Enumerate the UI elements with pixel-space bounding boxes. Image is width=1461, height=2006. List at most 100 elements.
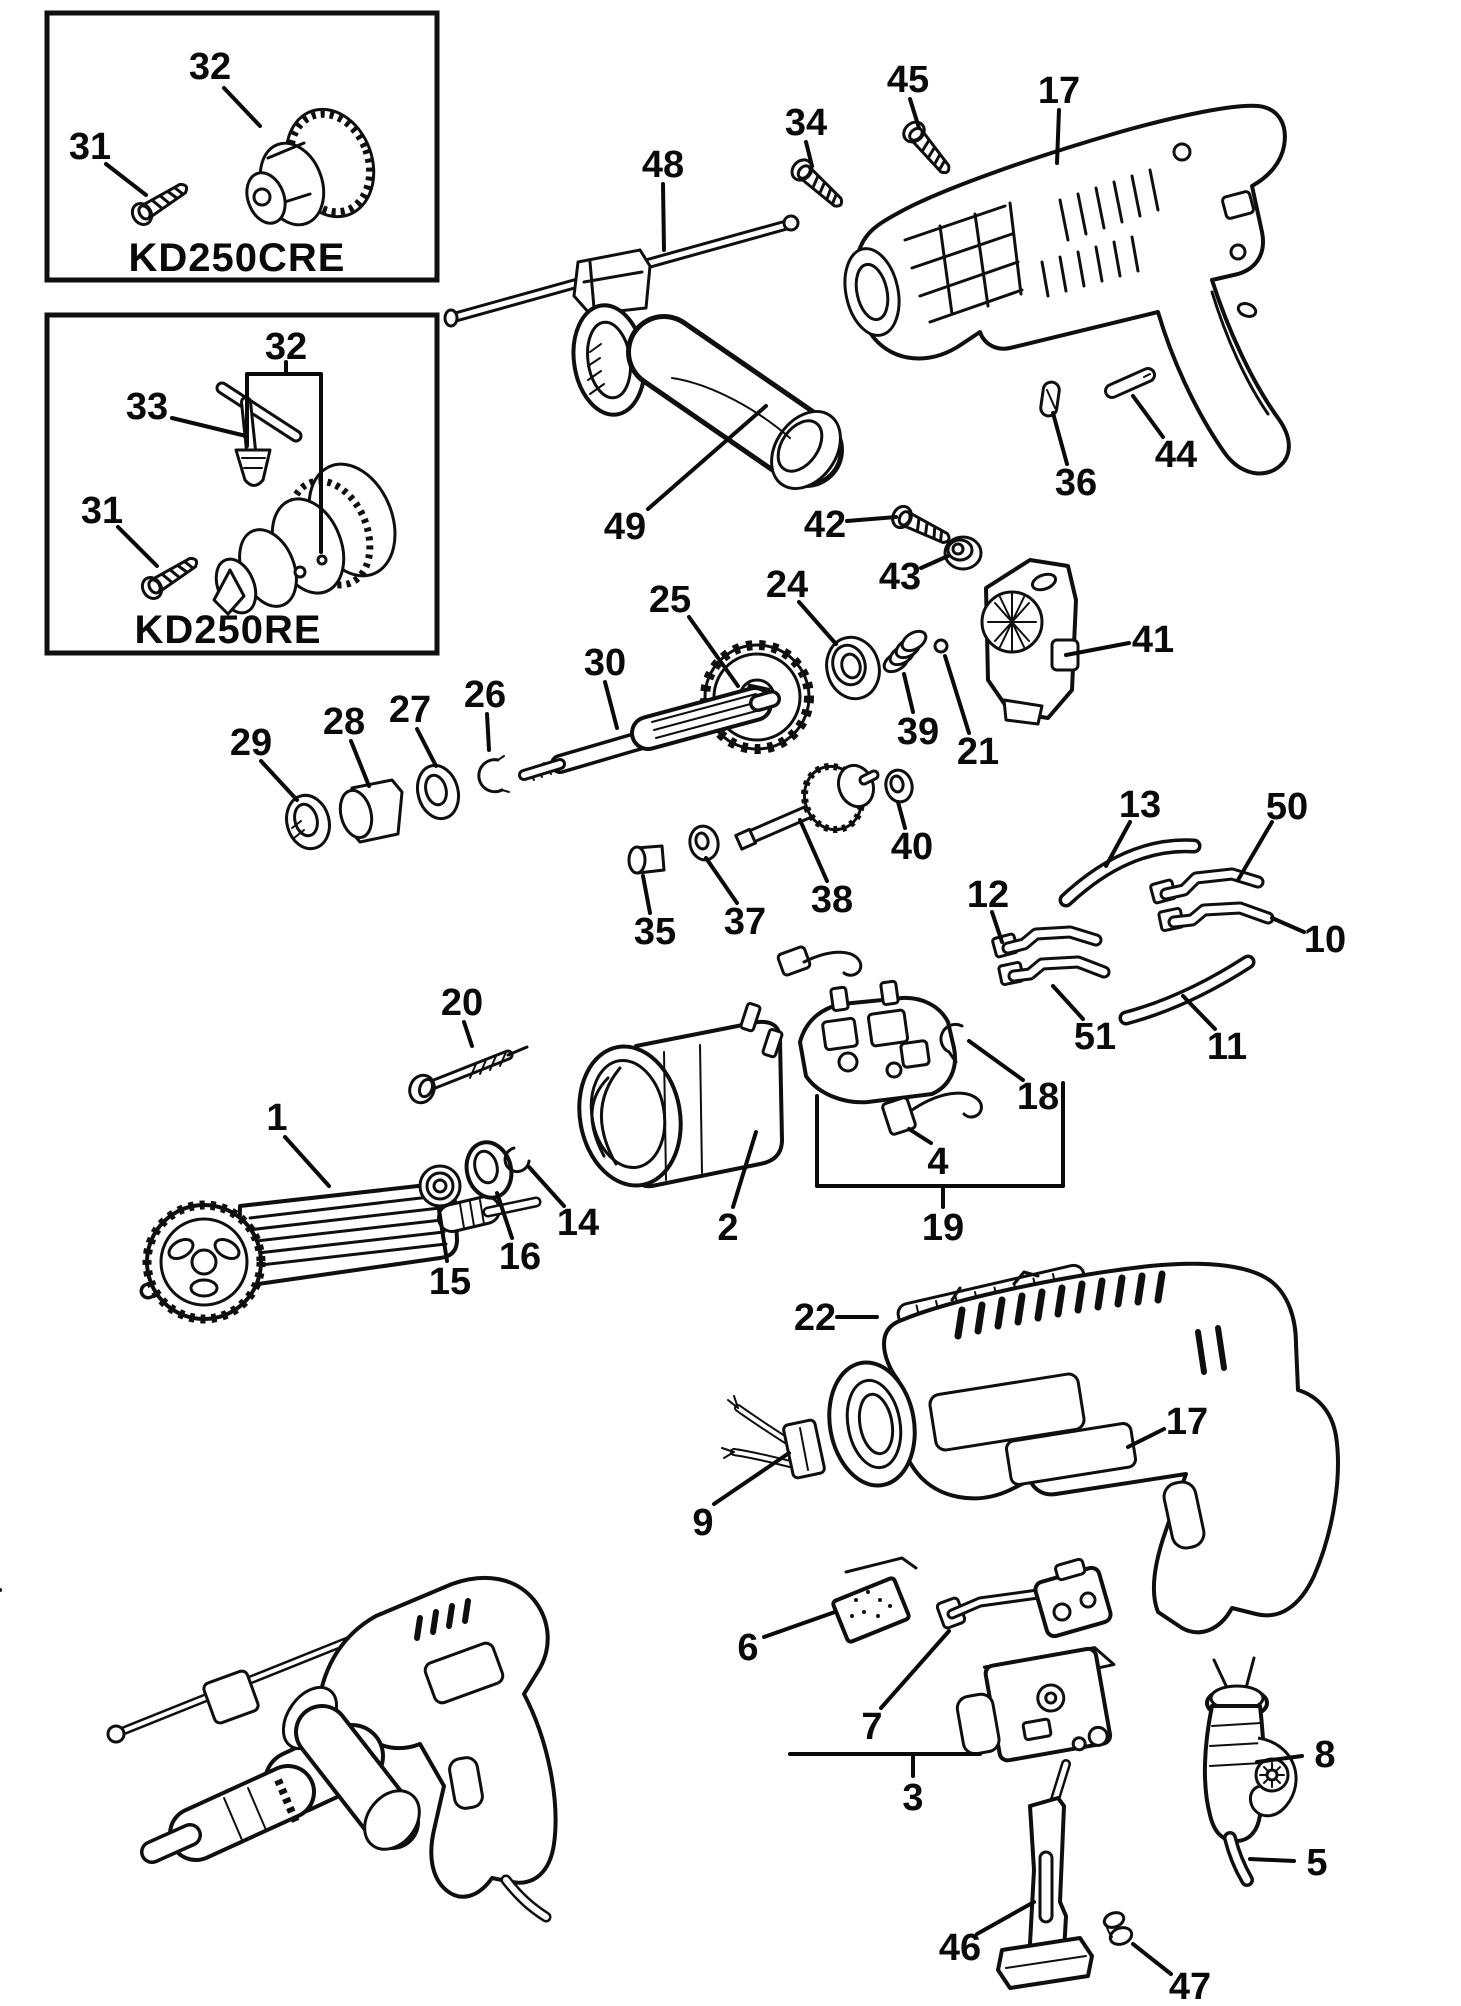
part-washer-27 xyxy=(415,763,461,821)
part-handle-clamp xyxy=(572,248,652,316)
callout-leader-9 xyxy=(712,1451,791,1506)
callout-leader-25 xyxy=(687,615,740,688)
part-screw-31a xyxy=(127,175,194,230)
part-washer-24 xyxy=(825,635,881,701)
part-cord-clamp-46 xyxy=(996,1759,1094,1990)
callout-number-32: 32 xyxy=(189,46,231,88)
part-brush-spring-18 xyxy=(939,1022,964,1064)
callout-leader-49 xyxy=(646,404,768,511)
callout-leader-45 xyxy=(908,97,921,130)
callout-leader-33 xyxy=(170,416,248,438)
callout-number-35: 35 xyxy=(634,911,676,953)
callout-number-34: 34 xyxy=(785,102,827,144)
part-carbon-brush-6 xyxy=(0,1556,918,1644)
callout-leader-38 xyxy=(798,818,829,883)
callout-leader-44 xyxy=(1131,394,1165,439)
callout-leader-13 xyxy=(1104,820,1132,868)
callout-number-18: 18 xyxy=(1017,1076,1059,1118)
callout-leader-17 xyxy=(1055,108,1061,165)
part-washer-37 xyxy=(688,824,720,862)
callout-leader-2 xyxy=(731,1130,758,1209)
callout-leader-31 xyxy=(104,162,148,197)
part-spindle-30 xyxy=(518,686,781,781)
callout-number-51: 51 xyxy=(1074,1016,1116,1058)
callout-number-11: 11 xyxy=(1207,1026,1247,1068)
callout-number-50: 50 xyxy=(1266,786,1308,828)
callout-leader-36 xyxy=(1051,411,1069,466)
callout-number-5: 5 xyxy=(1306,1842,1327,1884)
part-seal-29 xyxy=(285,793,331,851)
callout-number-24: 24 xyxy=(766,564,808,606)
part-pin-44 xyxy=(1104,367,1156,399)
callout-number-47: 47 xyxy=(1169,1966,1211,2006)
part-brush-spring-11 xyxy=(1118,954,1256,1026)
callout-leader-15 xyxy=(437,1208,449,1263)
callout-number-6: 6 xyxy=(737,1627,758,1669)
part-housing-half-bottom-17 xyxy=(827,1261,1340,1635)
part-screw-45 xyxy=(898,116,958,181)
callout-number-44: 44 xyxy=(1155,434,1197,476)
callout-leader-18 xyxy=(967,1039,1025,1082)
callout-number-31: 31 xyxy=(81,490,123,532)
model-label-kd250cre: KD250CRE xyxy=(129,236,346,280)
callout-number-48: 48 xyxy=(642,144,684,186)
part-terminal-block-9 xyxy=(721,1395,826,1480)
callout-number-25: 25 xyxy=(649,579,691,621)
callout-number-49: 49 xyxy=(604,506,646,548)
part-field-coil-2 xyxy=(577,1002,784,1189)
callout-leader-11 xyxy=(1181,994,1217,1031)
callout-leader-31 xyxy=(116,525,159,568)
callout-number-43: 43 xyxy=(879,556,921,598)
callout-number-14: 14 xyxy=(557,1202,599,1244)
callout-number-42: 42 xyxy=(804,504,846,546)
part-bushing-28 xyxy=(338,778,404,844)
part-cord-protector-8 xyxy=(1202,1656,1298,1843)
callout-leader-27 xyxy=(415,727,438,768)
callout-number-20: 20 xyxy=(441,982,483,1024)
part-clutch-housing-41 xyxy=(980,558,1080,726)
callout-leader-28 xyxy=(349,739,371,788)
callout-number-7: 7 xyxy=(861,1706,882,1748)
callout-number-31: 31 xyxy=(69,126,111,168)
callout-leader-26 xyxy=(485,712,491,752)
callout-leader-46 xyxy=(975,1900,1036,1936)
callout-leader-50 xyxy=(1236,820,1274,882)
callout-leader-20 xyxy=(462,1020,474,1048)
callout-number-21: 21 xyxy=(957,731,999,773)
callout-leader-37 xyxy=(704,856,739,905)
callout-leader-48 xyxy=(661,182,666,252)
callout-number-16: 16 xyxy=(499,1236,541,1278)
part-retaining-clip-14 xyxy=(503,1146,531,1174)
callout-leader-14 xyxy=(527,1165,566,1208)
callout-leader-47 xyxy=(1131,1942,1173,1976)
part-keyed-chuck-32 xyxy=(212,462,397,616)
callout-number-9: 9 xyxy=(692,1502,713,1544)
part-screw-42 xyxy=(887,501,956,552)
part-housing-half-top-17 xyxy=(843,103,1291,476)
callout-number-3: 3 xyxy=(902,1777,923,1819)
callout-number-40: 40 xyxy=(891,826,933,868)
callout-leader-16 xyxy=(495,1191,514,1240)
part-terminal-12 xyxy=(991,925,1103,959)
callout-leader-42 xyxy=(845,515,898,523)
part-circlip-26 xyxy=(477,755,510,794)
assembled-drill xyxy=(106,1576,558,1923)
callout-leader-8 xyxy=(1255,1754,1304,1764)
callout-leader-5 xyxy=(1248,1857,1296,1863)
callout-number-22: 22 xyxy=(794,1297,836,1339)
callout-number-12: 12 xyxy=(967,874,1009,916)
callout-leader-41 xyxy=(1064,641,1131,657)
callout-leader-1 xyxy=(283,1135,331,1188)
part-sleeve-35 xyxy=(627,844,666,875)
callout-number-41: 41 xyxy=(1132,619,1174,661)
callout-number-37: 37 xyxy=(724,901,766,943)
callout-leader-24 xyxy=(797,600,838,646)
callout-leader-43 xyxy=(919,554,950,570)
callout-number-17: 17 xyxy=(1166,1401,1208,1443)
callout-number-28: 28 xyxy=(323,701,365,743)
part-screw-20 xyxy=(408,1045,529,1105)
part-brush-spring-13 xyxy=(1058,838,1202,908)
callout-number-36: 36 xyxy=(1055,462,1097,504)
